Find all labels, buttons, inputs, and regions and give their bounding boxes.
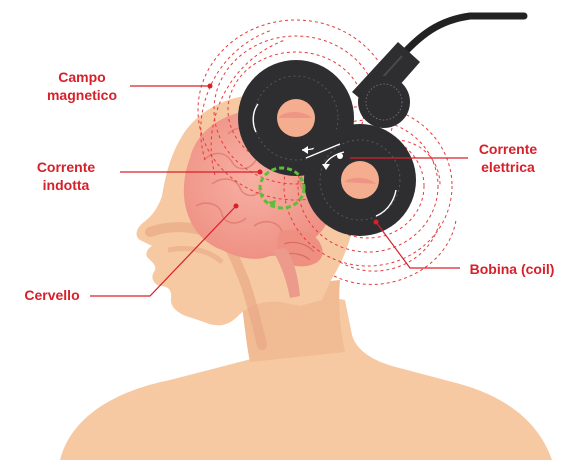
current-point	[337, 153, 343, 159]
label-campo-magnetico-2: magnetico	[47, 87, 117, 103]
label-campo-magnetico-1: Campo	[58, 69, 105, 85]
label-cervello: Cervello	[24, 287, 79, 303]
label-bobina: Bobina (coil)	[470, 261, 555, 277]
label-corrente-elettrica-1: Corrente	[479, 141, 538, 157]
label-corrente-indotta-2: indotta	[43, 177, 90, 193]
coil-disc-2	[304, 124, 416, 236]
label-corrente-indotta-1: Corrente	[37, 159, 96, 175]
label-corrente-elettrica-2: elettrica	[481, 159, 535, 175]
coil-cable	[396, 16, 524, 62]
